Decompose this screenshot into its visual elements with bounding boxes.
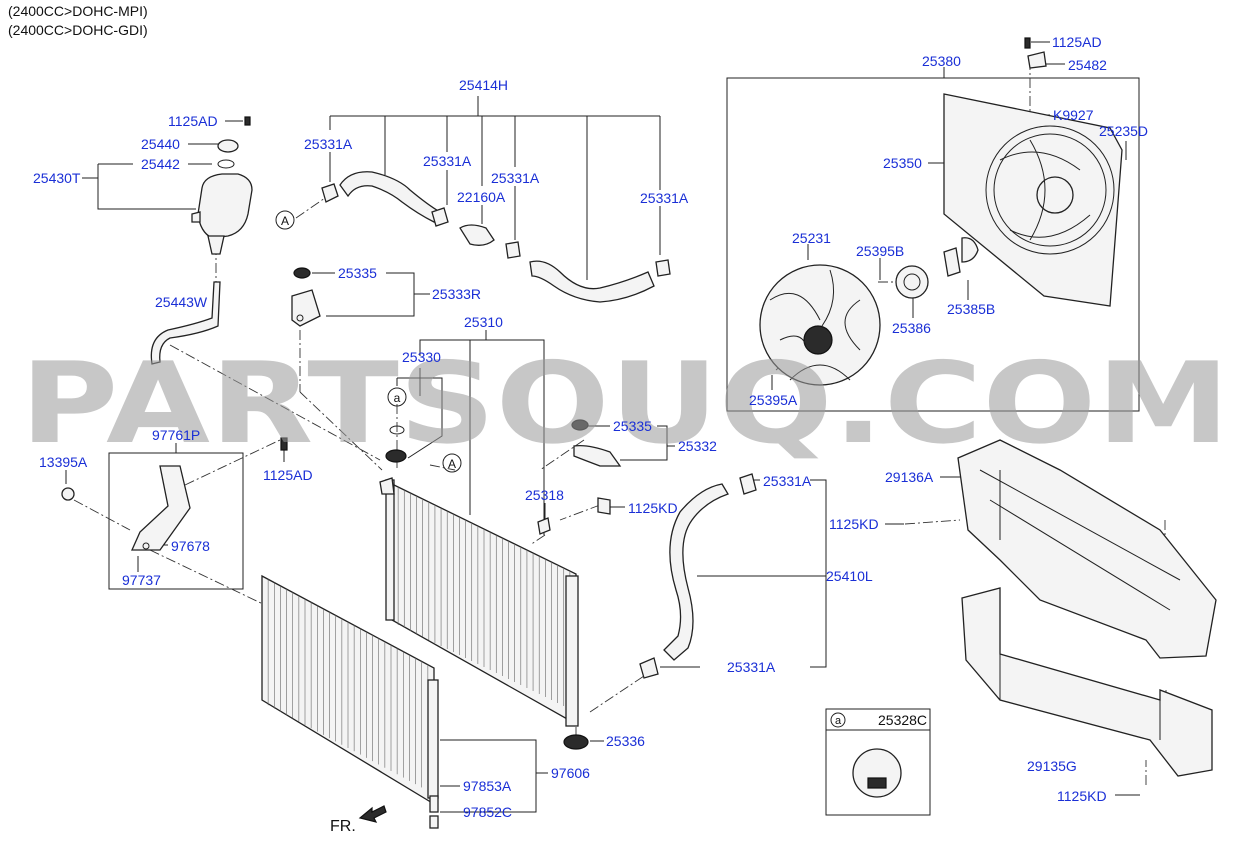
part-label-97737[interactable]: 97737 [122, 572, 161, 588]
part-label-25235D[interactable]: 25235D [1099, 123, 1148, 139]
leader-lines [65, 41, 1179, 813]
part-label-97853A[interactable]: 97853A [463, 778, 512, 794]
fan-blade-drawing [759, 264, 881, 386]
part-label-1125AD[interactable]: 1125AD [263, 467, 313, 483]
part-label-25440[interactable]: 25440 [141, 136, 180, 152]
callout-A-upper: A [281, 214, 289, 228]
air-guide-upper-drawing [957, 439, 1217, 659]
part-label-25443W[interactable]: 25443W [155, 294, 208, 310]
part-label-25380[interactable]: 25380 [922, 53, 961, 69]
part-label-97761P[interactable]: 97761P [152, 427, 200, 443]
part-label-29136A[interactable]: 29136A [885, 469, 934, 485]
part-label-25331A[interactable]: 25331A [727, 659, 776, 675]
mount-drawing [61, 437, 288, 501]
part-label-25330[interactable]: 25330 [402, 349, 441, 365]
part-label-97852C[interactable]: 97852C [463, 804, 512, 820]
bracket-25333R-drawing [291, 267, 321, 327]
part-label-25410L[interactable]: 25410L [826, 568, 873, 584]
fan-motor-drawing [895, 237, 979, 299]
callout-a: a [394, 391, 401, 405]
part-label-25395A[interactable]: 25395A [749, 392, 798, 408]
part-label-25442[interactable]: 25442 [141, 156, 180, 172]
part-label-25350[interactable]: 25350 [883, 155, 922, 171]
part-label-97678[interactable]: 97678 [171, 538, 210, 554]
part-label-1125KD[interactable]: 1125KD [1057, 788, 1107, 804]
warning-label-icon [852, 748, 902, 798]
part-label-25430T[interactable]: 25430T [33, 170, 81, 186]
part-label-25331A[interactable]: 25331A [423, 153, 472, 169]
part-label-13395A[interactable]: 13395A [39, 454, 88, 470]
part-label-25332[interactable]: 25332 [678, 438, 717, 454]
part-label-25331A[interactable]: 25331A [304, 136, 353, 152]
part-label-K9927[interactable]: K9927 [1053, 107, 1094, 123]
condenser-drawing [261, 574, 439, 829]
callout-markers: A A a [275, 210, 462, 473]
legend-marker: a [835, 715, 842, 727]
air-guide-lower-drawing [961, 587, 1213, 777]
part-label-1125KD[interactable]: 1125KD [829, 516, 879, 532]
front-arrow-icon [358, 805, 387, 823]
coolant-reservoir-drawing [191, 116, 253, 255]
part-label-25414H[interactable]: 25414H [459, 77, 508, 93]
part-label-97606[interactable]: 97606 [551, 765, 590, 781]
part-label-25335[interactable]: 25335 [338, 265, 377, 281]
drain-plug-drawing [563, 734, 589, 750]
part-label-25386[interactable]: 25386 [892, 320, 931, 336]
part-label-25333R[interactable]: 25333R [432, 286, 481, 302]
part-label-25335[interactable]: 25335 [613, 418, 652, 434]
part-label-1125KD[interactable]: 1125KD [628, 500, 678, 516]
part-label-25331A[interactable]: 25331A [763, 473, 812, 489]
part-label-25331A[interactable]: 25331A [640, 190, 689, 206]
front-label: FR. [330, 818, 356, 835]
lower-hose-drawing [639, 473, 757, 679]
part-label-1125AD[interactable]: 1125AD [168, 113, 218, 129]
upper-hose-drawing [321, 171, 671, 303]
part-label-1125AD[interactable]: 1125AD [1052, 34, 1102, 50]
condenser-pipe-drawing [130, 465, 191, 551]
header-variant-gdi: (2400CC>DOHC-GDI) [8, 22, 148, 38]
reservoir-hose-drawing [150, 281, 221, 365]
watermark: PARTSOUQ.COM [20, 339, 1230, 469]
legend-box: a 25328C [825, 708, 931, 816]
callout-A-lower: A [448, 457, 456, 471]
part-label-25395B[interactable]: 25395B [856, 243, 904, 259]
part-label-25482[interactable]: 25482 [1068, 57, 1107, 73]
part-label-25318[interactable]: 25318 [525, 487, 564, 503]
part-labels: 1125AD 25440 25442 25430T 25414H 25331A … [33, 34, 1148, 820]
fan-shroud-drawing [943, 37, 1123, 307]
part-label-29135G[interactable]: 29135G [1027, 758, 1077, 774]
part-label-25310[interactable]: 25310 [464, 314, 503, 330]
part-label-25331A[interactable]: 25331A [491, 170, 540, 186]
part-label-25385B[interactable]: 25385B [947, 301, 995, 317]
legend-part-number[interactable]: 25328C [878, 712, 927, 728]
part-label-25336[interactable]: 25336 [606, 733, 645, 749]
part-label-25231[interactable]: 25231 [792, 230, 831, 246]
radiator-drawing [379, 419, 622, 727]
part-label-22160A[interactable]: 22160A [457, 189, 506, 205]
front-indicator: FR. [330, 805, 387, 835]
header-variant-mpi: (2400CC>DOHC-MPI) [8, 3, 148, 19]
